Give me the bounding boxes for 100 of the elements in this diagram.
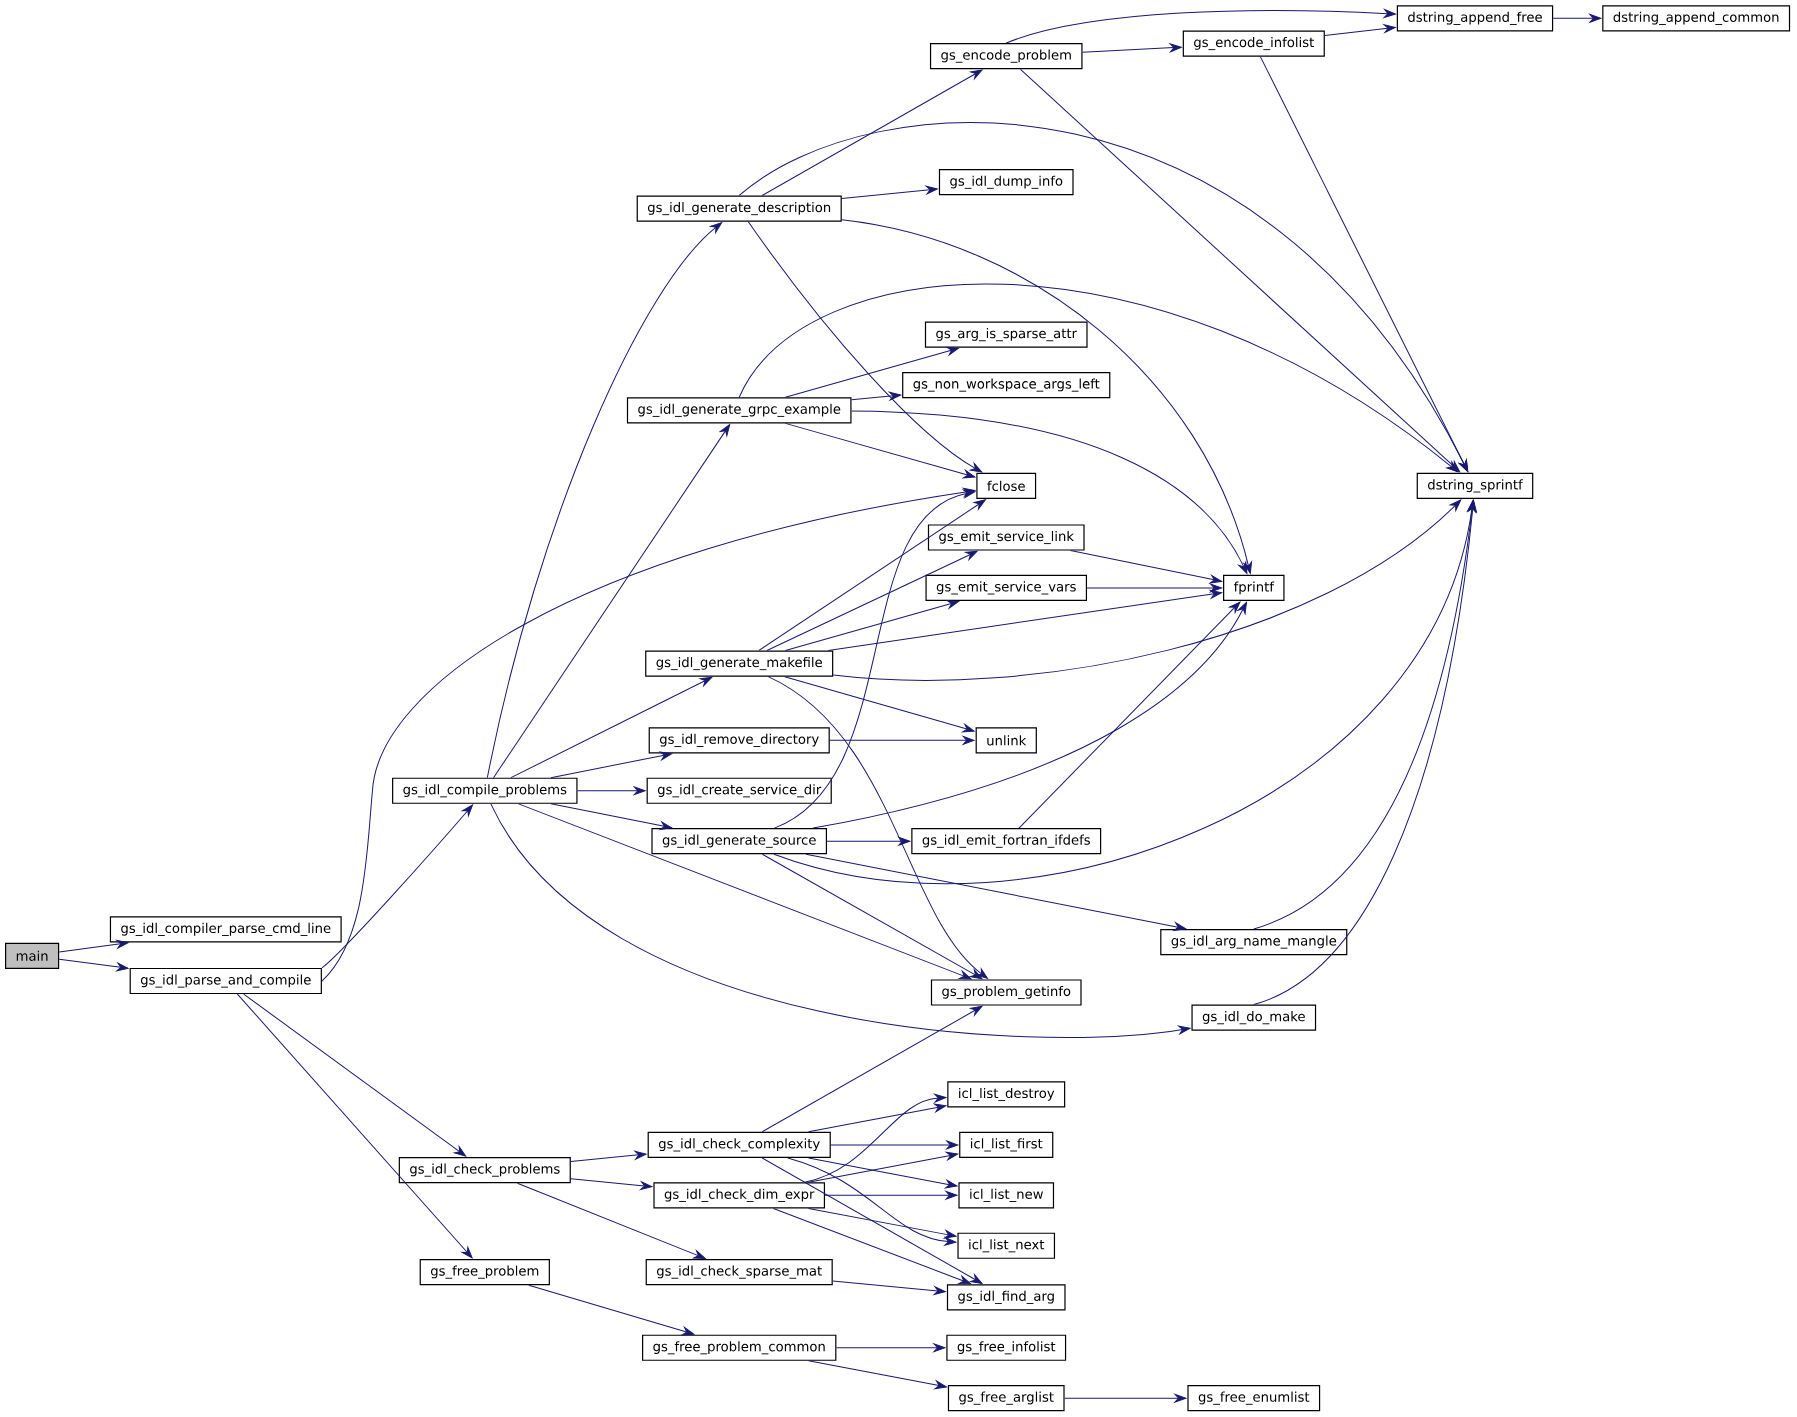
function-box: gs_idl_generate_makefile <box>645 650 834 677</box>
function-box: gs_problem_getinfo <box>930 979 1082 1006</box>
arrow <box>493 424 731 779</box>
arrow <box>808 1207 957 1239</box>
arrow <box>236 993 473 1259</box>
arrow <box>1259 56 1469 472</box>
function-box: gs_idl_check_dim_expr <box>653 1182 826 1209</box>
function-box: dstring_sprintf <box>1416 472 1534 499</box>
arrow <box>824 1190 958 1200</box>
arrow <box>58 939 129 953</box>
arrow <box>767 676 989 979</box>
arrow <box>851 410 1248 574</box>
arrow <box>766 550 978 651</box>
arrow <box>490 803 1191 1038</box>
function-box: gs_idl_find_arg <box>946 1284 1066 1311</box>
arrow <box>827 589 1223 651</box>
function-box: gs_encode_infolist <box>1182 30 1325 57</box>
function-box: gs_idl_dump_info <box>938 169 1074 196</box>
arrow <box>486 222 723 779</box>
arrow <box>58 958 129 972</box>
arrow <box>758 499 986 651</box>
arrow <box>550 803 673 830</box>
function-box: gs_idl_parse_and_compile <box>129 967 322 995</box>
arrow <box>518 803 972 980</box>
function-box: dstring_append_common <box>1602 5 1791 32</box>
arrow <box>1005 9 1396 44</box>
function-box: gs_idl_compile_problems <box>392 777 578 804</box>
function-box: gs_free_problem_common <box>642 1334 837 1361</box>
arrow <box>1020 68 1461 473</box>
function-box: gs_idl_generate_source <box>651 828 827 855</box>
arrow <box>321 487 976 982</box>
function-box: gs_idl_check_sparse_mat <box>645 1259 833 1286</box>
arrow <box>1086 583 1223 593</box>
arrow <box>784 422 976 479</box>
arrow <box>808 1360 947 1390</box>
function-box: gs_idl_remove_directory <box>648 727 830 754</box>
function-box: gs_emit_service_vars <box>925 574 1088 601</box>
function-box: gs_idl_do_make <box>1191 1004 1317 1031</box>
function-box: gs_free_problem <box>419 1259 550 1286</box>
arrow <box>761 1005 983 1133</box>
arrow <box>761 1157 983 1284</box>
arrow <box>570 1150 647 1163</box>
arrow <box>761 853 983 980</box>
arrow <box>577 786 646 796</box>
arrow <box>805 853 1186 931</box>
arrow <box>516 1182 706 1259</box>
arrow <box>1253 500 1477 1006</box>
arrow <box>747 221 983 473</box>
function-box: main <box>5 942 60 969</box>
function-box: gs_idl_generate_grpc_example <box>626 397 852 424</box>
function-box: gs_free_arglist <box>947 1385 1065 1412</box>
arrow <box>812 601 1247 829</box>
arrow <box>1070 550 1223 584</box>
function-box: gs_free_enumlist <box>1187 1385 1321 1412</box>
arrow <box>829 735 975 745</box>
function-box: fprintf <box>1223 574 1285 601</box>
arrow <box>784 346 960 398</box>
arrow <box>1082 43 1182 53</box>
function-box: gs_encode_problem <box>929 43 1083 70</box>
function-box: gs_idl_generate_description <box>636 195 842 222</box>
function-box: gs_idl_check_problems <box>398 1157 571 1184</box>
arrow <box>804 1093 947 1183</box>
arrow <box>808 1151 959 1183</box>
arrow <box>784 600 960 651</box>
arrow <box>1552 13 1602 23</box>
function-box: gs_idl_create_service_dir <box>646 777 832 804</box>
arrow <box>773 489 976 829</box>
function-box: gs_emit_service_link <box>927 524 1085 551</box>
function-box: gs_non_workspace_args_left <box>902 371 1111 399</box>
function-box: icl_list_first <box>959 1131 1054 1158</box>
function-box: icl_list_destroy <box>947 1081 1066 1108</box>
arrow <box>784 676 975 733</box>
arrow <box>243 993 467 1157</box>
function-box: gs_idl_arg_name_mangle <box>1160 928 1348 956</box>
function-box: gs_idl_compiler_parse_cmd_line <box>109 916 342 943</box>
arrow <box>510 676 713 779</box>
function-box: gs_idl_emit_fortran_ifdefs <box>911 828 1102 855</box>
function-box: fclose <box>976 472 1037 499</box>
arrow <box>761 69 983 196</box>
arrow <box>851 391 902 401</box>
function-box: gs_arg_is_sparse_attr <box>924 321 1088 348</box>
arrow <box>773 1207 972 1285</box>
arrow <box>787 1157 957 1246</box>
arrow <box>832 1280 946 1295</box>
function-box: gs_idl_check_complexity <box>647 1131 831 1158</box>
arrow <box>528 1284 695 1336</box>
arrow <box>841 185 938 199</box>
arrow <box>835 1343 946 1353</box>
arrow <box>830 1140 959 1150</box>
arrow <box>841 219 1253 574</box>
arrow <box>738 283 1459 473</box>
function-box: icl_list_new <box>958 1182 1055 1209</box>
function-box: gs_free_infolist <box>946 1334 1067 1361</box>
arrow <box>808 1103 947 1133</box>
arrow <box>832 499 1462 681</box>
function-box: icl_list_next <box>957 1232 1056 1259</box>
function-box: unlink <box>975 727 1037 754</box>
arrow <box>570 1178 653 1190</box>
arrow <box>826 836 911 846</box>
arrow <box>321 804 474 969</box>
